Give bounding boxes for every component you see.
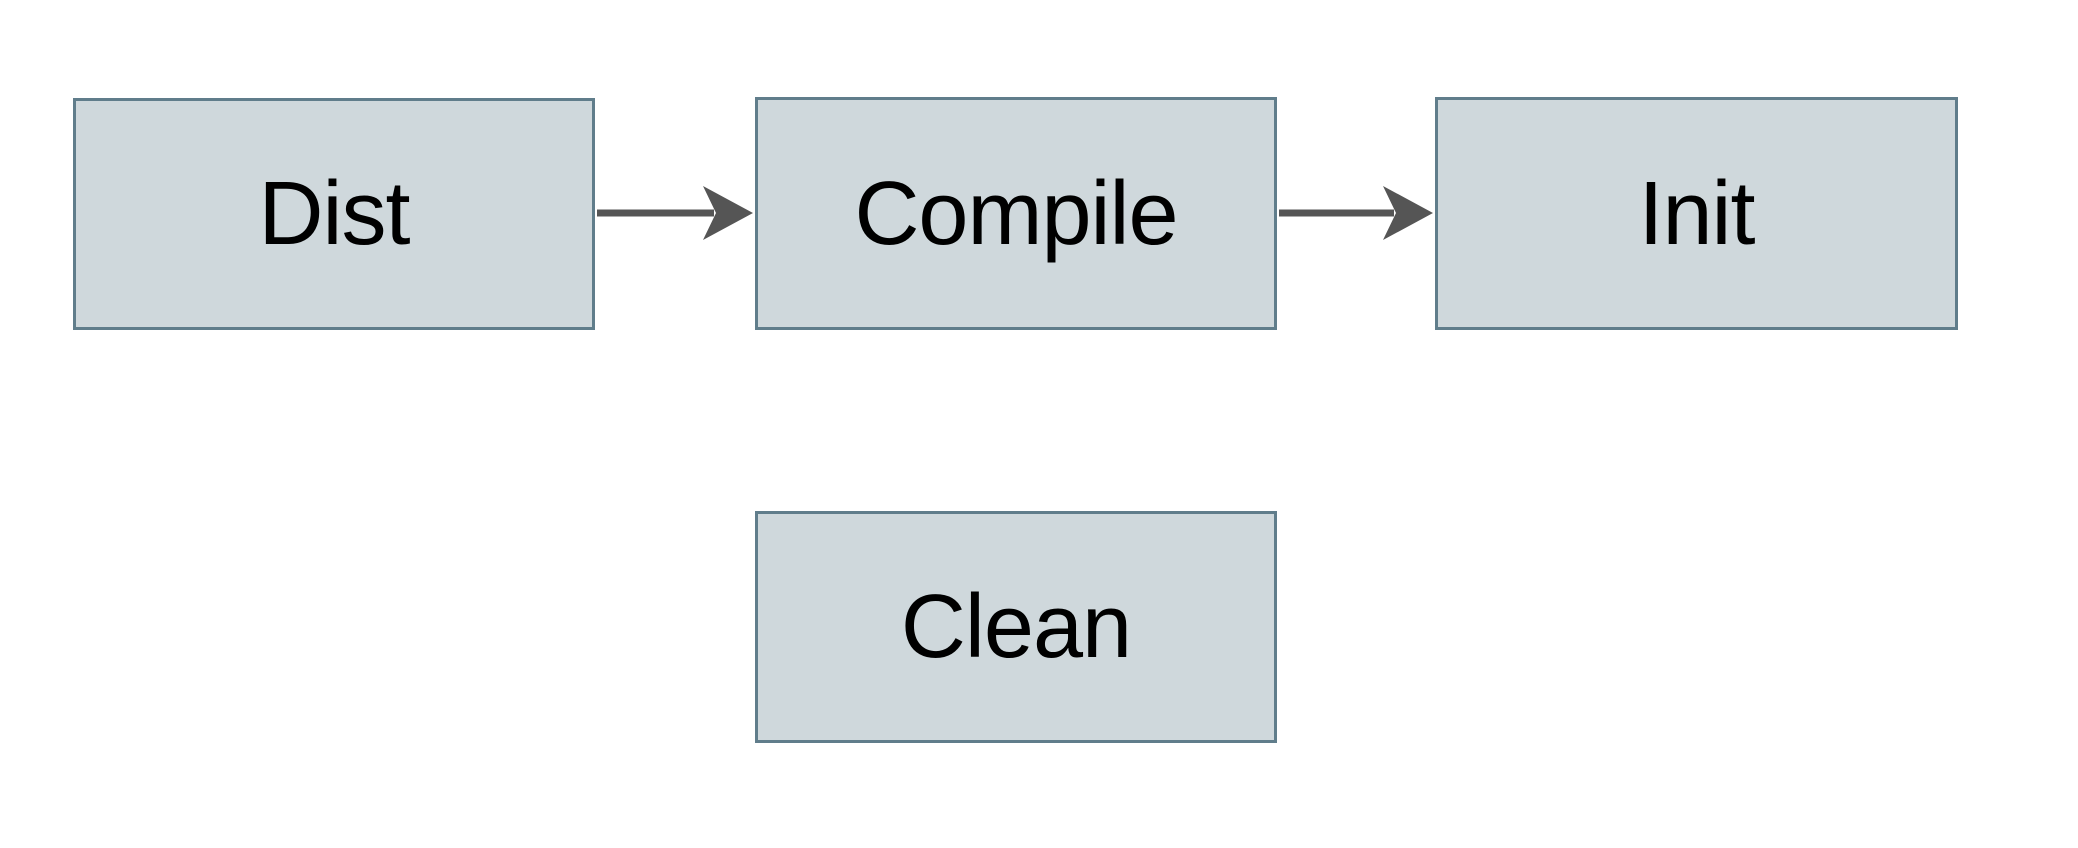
node-init-label: Init — [1638, 163, 1755, 264]
edge-dist-compile[interactable] — [597, 186, 753, 240]
node-dist-label: Dist — [258, 164, 411, 264]
node-clean-label: Clean — [900, 577, 1132, 677]
node-init[interactable]: Init — [1435, 97, 1958, 330]
node-compile[interactable]: Compile — [755, 97, 1277, 330]
node-dist[interactable]: Dist — [73, 98, 595, 330]
edge-compile-init-arrowhead — [1383, 186, 1433, 240]
edge-compile-init[interactable] — [1279, 186, 1433, 240]
node-compile-label: Compile — [854, 163, 1178, 264]
node-clean[interactable]: Clean — [755, 511, 1277, 743]
edge-dist-compile-arrowhead — [703, 186, 753, 240]
